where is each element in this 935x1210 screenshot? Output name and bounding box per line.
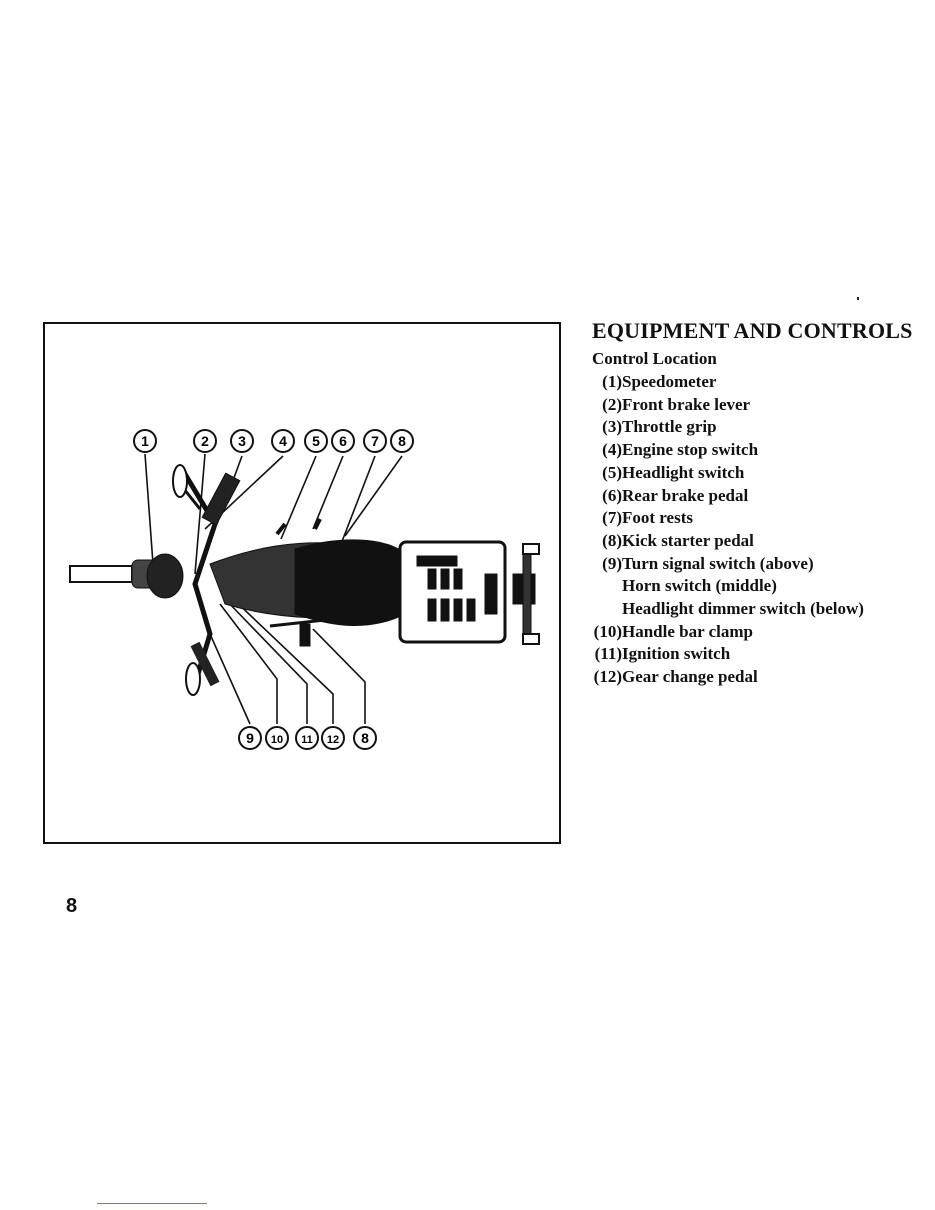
legend-item: (1)Speedometer <box>584 372 716 394</box>
legend-item-label: Turn signal switch (above) <box>622 553 814 573</box>
legend-item-number: (11) <box>594 644 622 664</box>
legend-item-label: Ignition switch <box>622 644 731 664</box>
legend-item: (9)Turn signal switch (above) <box>584 553 814 576</box>
legend-item: (8)Kick starter pedal <box>584 531 754 553</box>
callout-circle <box>133 429 157 453</box>
legend-item-number: (2) <box>602 394 622 414</box>
callout-number: 1 <box>141 433 149 449</box>
callout-circle <box>331 429 355 453</box>
callout-number: 8 <box>398 433 406 449</box>
legend-item: (11)Ignition switch <box>584 644 731 666</box>
callout-circle <box>193 429 217 453</box>
legend-item: (6)Rear brake pedal <box>584 486 748 508</box>
motorcycle-body <box>69 464 540 696</box>
callout-number: 5 <box>312 433 320 449</box>
callout-number: 6 <box>339 433 347 449</box>
legend-item-label: Kick starter pedal <box>622 530 754 550</box>
callout-circle <box>390 429 414 453</box>
legend-item: (5)Headlight switch <box>584 463 744 485</box>
callout-circle <box>304 429 328 453</box>
callout-number: 9 <box>246 730 254 746</box>
legend-item-number: (3) <box>602 417 622 437</box>
callout-circle <box>271 429 295 453</box>
callout-circle <box>230 429 254 453</box>
callout-circle <box>295 726 319 750</box>
callout-number: 7 <box>371 433 379 449</box>
legend-item-number: (12) <box>593 667 622 687</box>
legend-item-label: Throttle grip <box>622 417 717 437</box>
callout-circle <box>321 726 345 750</box>
legend-subitem: Headlight dimmer switch (below) <box>622 599 864 618</box>
legend-item-label: Rear brake pedal <box>622 485 749 505</box>
legend-item-label: Front brake lever <box>622 394 751 414</box>
legend-item: (4)Engine stop switch <box>584 440 758 462</box>
legend-item-number: (10) <box>593 621 622 641</box>
legend-item: (10)Handle bar clamp <box>584 622 753 644</box>
legend-subitem: Horn switch (middle) <box>622 576 777 596</box>
callout-number: 10 <box>271 734 283 746</box>
callout-number: 8 <box>361 730 369 746</box>
callout-circle <box>265 726 289 750</box>
callout-number: 11 <box>301 734 313 746</box>
legend-item-label: Headlight switch <box>622 462 745 482</box>
legend-item: (12)Gear change pedal <box>584 667 758 689</box>
section-subtitle: Control Location <box>592 349 717 368</box>
callout-number: 2 <box>201 433 209 449</box>
legend-item: (3)Throttle grip <box>584 417 717 439</box>
legend-item-number: (8) <box>602 530 622 550</box>
callout-number: 3 <box>238 433 246 449</box>
legend-item-label: Foot rests <box>622 508 693 528</box>
top-callout-group: 1 2 3 4 5 6 7 8 <box>133 429 414 453</box>
legend-item: (2)Front brake lever <box>584 395 750 417</box>
footer-rule <box>97 1203 207 1204</box>
legend-item-label: Gear change pedal <box>622 667 758 687</box>
legend-item-label: Handle bar clamp <box>622 621 753 641</box>
legend-item-label: Engine stop switch <box>622 440 759 460</box>
bottom-callout-group: 9 10 11 12 8 <box>238 726 377 750</box>
legend-item-number: (4) <box>602 440 622 460</box>
callout-circle <box>363 429 387 453</box>
legend-item-number: (7) <box>602 508 622 528</box>
legend-item: (7)Foot rests <box>584 508 693 530</box>
legend-item-number: (1) <box>602 372 622 391</box>
leader-lines <box>144 453 403 725</box>
legend-item-label: Speedometer <box>622 372 717 391</box>
callout-number: 12 <box>327 734 339 746</box>
legend-item-number: (5) <box>602 462 622 482</box>
legend-item-number: (6) <box>602 485 622 505</box>
callout-circle <box>238 726 262 750</box>
stray-mark <box>857 297 859 300</box>
callout-number: 4 <box>279 433 287 449</box>
page-number: 8 <box>66 895 78 917</box>
callout-circle <box>353 726 377 750</box>
legend-item-number: (9) <box>602 553 622 573</box>
section-title: EQUIPMENT AND CONTROLS <box>592 318 913 343</box>
